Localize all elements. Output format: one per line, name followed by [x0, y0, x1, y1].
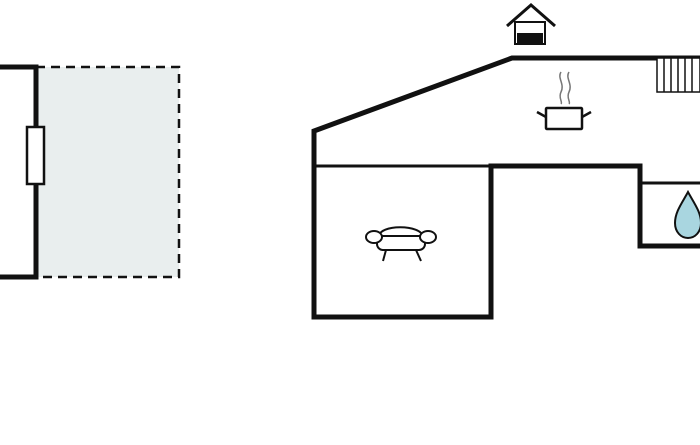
stairs-icon	[656, 57, 700, 93]
cooking-pot-icon	[536, 71, 592, 131]
terrace-area	[36, 65, 181, 279]
water-drop-icon	[673, 189, 700, 240]
house-entrance-icon	[506, 3, 556, 45]
sofa-icon	[365, 226, 437, 262]
window-icon	[25, 125, 46, 186]
main-outer-wall	[311, 55, 700, 320]
terrace-dashed-border	[36, 65, 181, 279]
terrace-fill	[36, 67, 179, 277]
